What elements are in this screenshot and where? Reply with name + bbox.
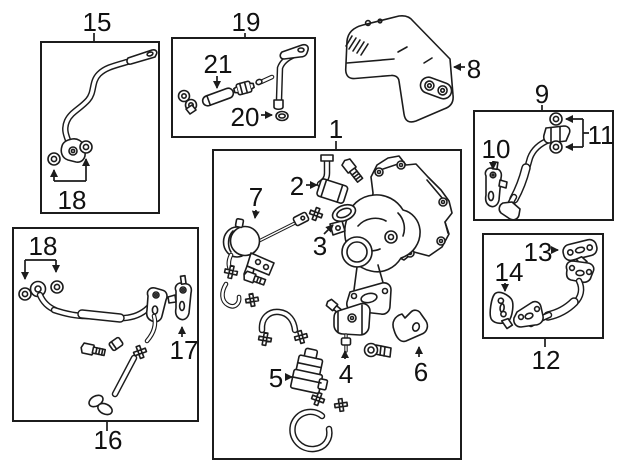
callout-12-label[interactable]: 12 [532, 345, 561, 375]
spacer-sleeve [108, 336, 124, 352]
callout-8-label[interactable]: 8 [467, 54, 481, 84]
callout-11-label[interactable]: 11 [588, 120, 615, 150]
pipe-flange [167, 274, 193, 321]
callout-9-label[interactable]: 9 [535, 79, 549, 109]
bolt [341, 158, 364, 183]
oil-cooler-pipe [29, 280, 168, 344]
assembly-box-19: 19 21 20 [171, 7, 316, 138]
callout-5-label[interactable]: 5 [269, 363, 283, 393]
sealing-washer [549, 112, 563, 126]
sealing-washer [47, 152, 61, 166]
bracket-with-stud [325, 298, 371, 353]
turbo-oil-pipe [513, 260, 595, 328]
callout-16-label[interactable]: 16 [94, 425, 123, 455]
o-ring [275, 110, 289, 122]
callout-15-label[interactable]: 15 [83, 7, 112, 37]
sealing-washer [18, 287, 32, 301]
vacuum-hose [258, 308, 299, 334]
vacuum-hose [220, 281, 242, 309]
vacuum-pipe [255, 43, 309, 111]
callout-18-bracket-box16 [21, 259, 60, 280]
assembly-box-1: 1 2 7 3 5 4 6 [212, 114, 462, 460]
callout-17-label[interactable]: 17 [170, 335, 199, 365]
assembly-box-12: 12 13 14 [482, 233, 604, 375]
assembly-box-16: 16 18 17 [12, 227, 199, 455]
vacuum-hose-section [201, 87, 235, 107]
callout-18-label-box15[interactable]: 18 [58, 185, 87, 215]
callout-11-bracket [565, 115, 589, 151]
heat-shield: 8 [344, 14, 481, 123]
hose-retainer [177, 89, 198, 115]
oil-return-pipe [498, 125, 571, 221]
callout-19-label[interactable]: 19 [232, 7, 261, 37]
bolt [80, 342, 107, 357]
callout-7-label[interactable]: 7 [249, 182, 263, 212]
callout-3-arrow [323, 224, 334, 235]
pipe-flange [489, 291, 514, 330]
callout-13-label[interactable]: 13 [524, 237, 553, 267]
callout-6-label[interactable]: 6 [414, 357, 428, 387]
drain-hose [88, 354, 138, 416]
callout-4-label[interactable]: 4 [339, 359, 353, 389]
callout-18-label-box16[interactable]: 18 [29, 231, 58, 261]
sealing-washer [50, 280, 64, 294]
callout-10-label[interactable]: 10 [482, 134, 511, 164]
vacuum-fitting [316, 154, 349, 204]
callout-7-arrow [251, 209, 260, 219]
sealing-washer [79, 140, 93, 154]
socket-bolt [363, 342, 392, 358]
sealing-washer [549, 140, 563, 154]
mounting-bracket [392, 309, 429, 343]
assembly-box-9: 9 10 11 [473, 79, 615, 221]
callout-2-label[interactable]: 2 [290, 171, 304, 201]
callout-20-label[interactable]: 20 [231, 102, 260, 132]
bolt [243, 270, 267, 286]
assembly-box-15: 15 18 [40, 7, 160, 215]
callout-3-label[interactable]: 3 [313, 231, 327, 261]
callout-14-label[interactable]: 14 [495, 257, 524, 287]
callout-1-label[interactable]: 1 [329, 114, 343, 144]
hose-clamp [233, 80, 255, 96]
callout-18-bracket-box15 [50, 158, 90, 182]
turbocharger [329, 155, 453, 315]
c-shaped-hose [289, 408, 333, 453]
callout-21-label[interactable]: 21 [204, 49, 233, 79]
